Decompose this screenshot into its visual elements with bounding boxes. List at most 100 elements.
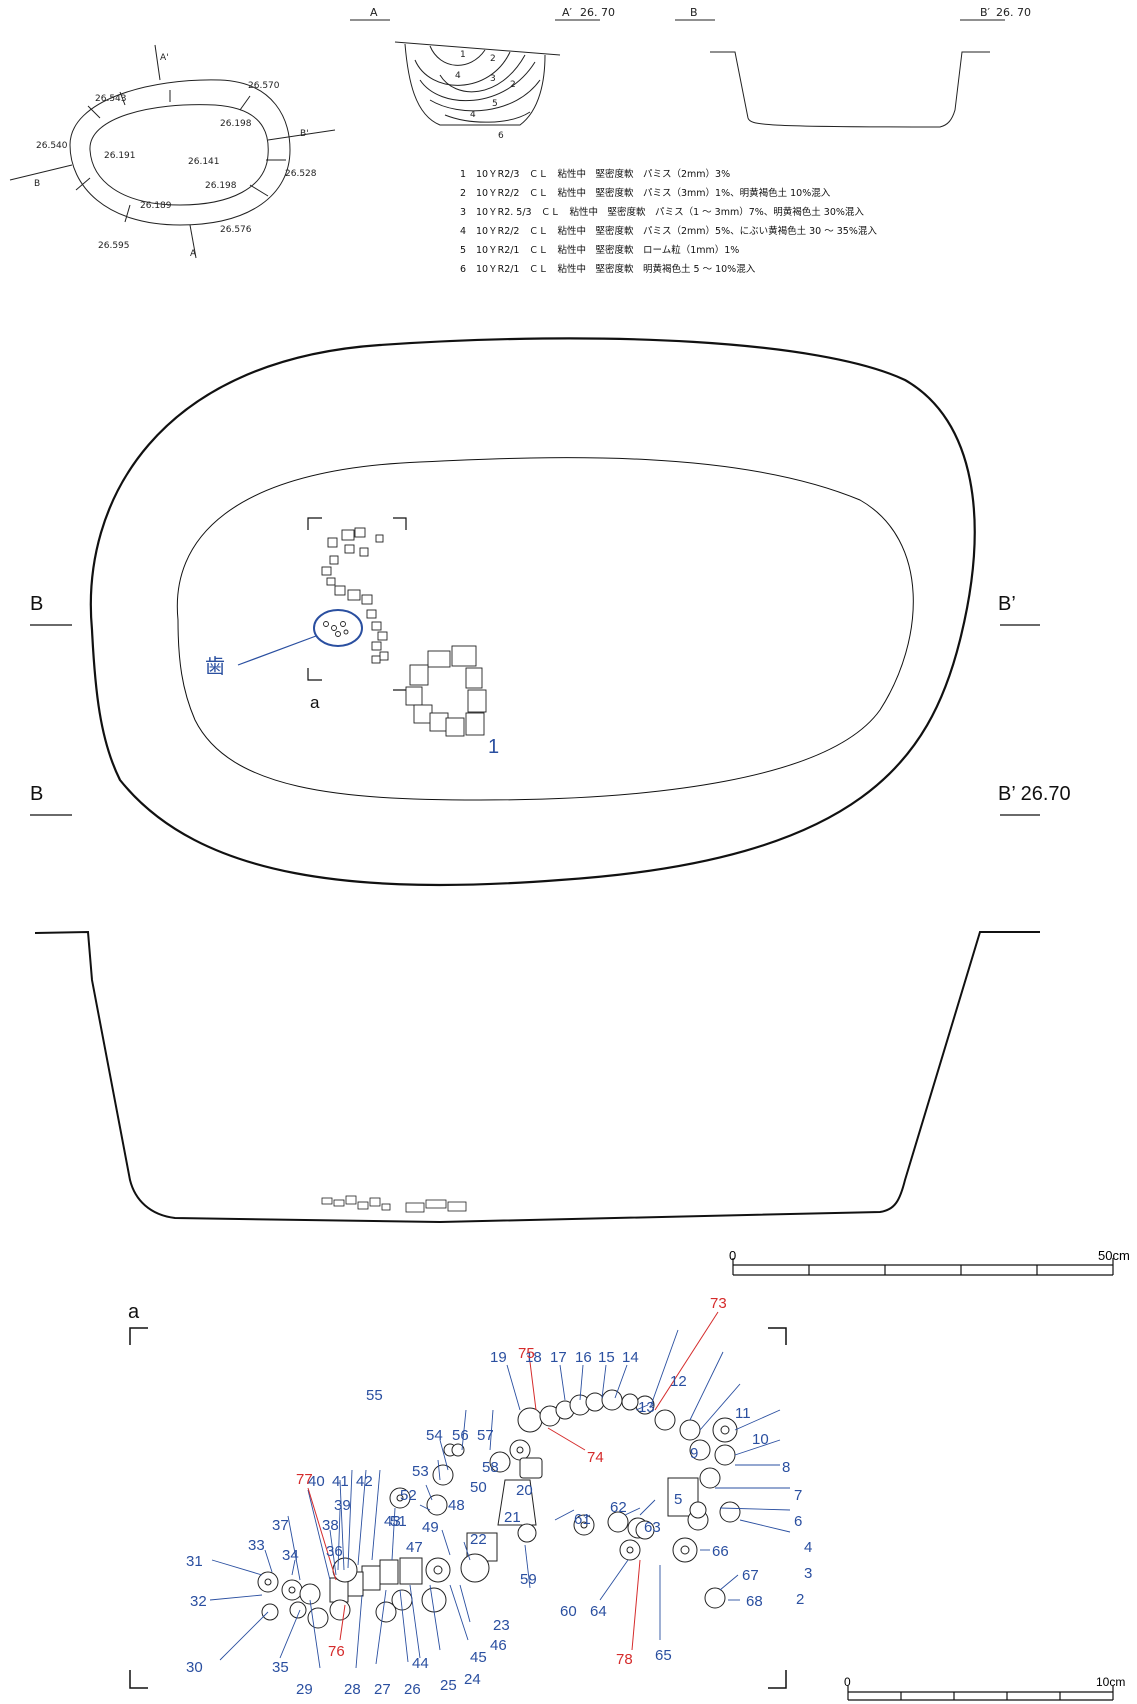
label-76: 76 bbox=[328, 1643, 345, 1660]
label-26: 26 bbox=[404, 1681, 421, 1698]
legend-no: 4 bbox=[460, 226, 467, 237]
label-30: 30 bbox=[186, 1659, 203, 1676]
label-3: 3 bbox=[804, 1565, 812, 1582]
label-16: 16 bbox=[575, 1349, 592, 1366]
plan-b-right: B’ bbox=[998, 593, 1016, 615]
label-77: 77 bbox=[296, 1471, 313, 1488]
label-67: 67 bbox=[742, 1567, 759, 1584]
scale2-zero: 0 bbox=[844, 1675, 851, 1689]
label-61: 61 bbox=[574, 1511, 591, 1528]
section-b bbox=[675, 19, 1005, 128]
label-5: 5 bbox=[674, 1491, 682, 1508]
layer-3: 3 bbox=[490, 74, 496, 84]
elev-10: 26.576 bbox=[220, 225, 252, 235]
legend-no: 6 bbox=[460, 264, 467, 275]
label-58: 58 bbox=[482, 1459, 499, 1476]
label-b-prime: B' bbox=[300, 129, 309, 139]
section-a bbox=[350, 19, 600, 126]
plan-b-left: B bbox=[30, 593, 43, 615]
label-2: 2 bbox=[796, 1591, 804, 1608]
small-plan bbox=[9, 44, 336, 259]
layer-4b: 4 bbox=[470, 110, 476, 120]
label-24: 24 bbox=[464, 1671, 481, 1688]
label-53: 53 bbox=[412, 1463, 429, 1480]
legend-row: 4 10ＹR2/2 ＣＬ 粘性中 堅密度軟 パミス（2mm）5%、にぶい黄褐色土 … bbox=[460, 222, 877, 241]
label-42: 42 bbox=[356, 1473, 373, 1490]
main-plan-labels: B B’ 歯 a 1 B B’ 26.70 bbox=[30, 593, 1071, 805]
layer-4a: 4 bbox=[455, 71, 461, 81]
label-35: 35 bbox=[272, 1659, 289, 1676]
legend-no: 2 bbox=[460, 188, 467, 199]
label-62: 62 bbox=[610, 1499, 627, 1516]
elev-9: 26.189 bbox=[140, 201, 172, 211]
label-18: 18 bbox=[525, 1349, 542, 1366]
label-39: 39 bbox=[334, 1497, 351, 1514]
legend-no: 1 bbox=[460, 169, 467, 180]
elev-7: 26.528 bbox=[285, 169, 317, 179]
layer-1: 1 bbox=[460, 50, 466, 60]
region-a-label: a bbox=[310, 693, 320, 712]
elev-3: 26.198 bbox=[220, 119, 252, 129]
legend-no: 5 bbox=[460, 245, 467, 256]
label-33: 33 bbox=[248, 1537, 265, 1554]
scale-10cm bbox=[847, 1686, 1114, 1701]
label-46: 46 bbox=[490, 1637, 507, 1654]
section-b-labels: B B′ 26. 70 bbox=[690, 6, 1031, 19]
label-32: 32 bbox=[190, 1593, 207, 1610]
label-75: 75 bbox=[518, 1345, 535, 1362]
label-6: 6 bbox=[794, 1513, 802, 1530]
label-12: 12 bbox=[670, 1373, 687, 1390]
label-66: 66 bbox=[712, 1543, 729, 1560]
legend-text: 10ＹR2/2 ＣＬ 粘性中 堅密度軟 パミス（2mm）5%、にぶい黄褐色土 3… bbox=[476, 226, 877, 237]
label-48: 48 bbox=[448, 1497, 465, 1514]
scale2-end: 10cm bbox=[1096, 1675, 1125, 1689]
section-a-right: A′ bbox=[562, 6, 573, 19]
scale1-end: 50cm bbox=[1098, 1248, 1130, 1263]
label-56: 56 bbox=[452, 1427, 469, 1444]
label-59: 59 bbox=[520, 1571, 537, 1588]
label-52: 52 bbox=[400, 1487, 417, 1504]
section-b-elev: 26. 70 bbox=[996, 6, 1031, 19]
label-25: 25 bbox=[440, 1677, 457, 1694]
label-74: 74 bbox=[587, 1449, 604, 1466]
detail-labels-red: 73 75 74 77 76 78 bbox=[296, 1295, 727, 1668]
legend-text: 10ＹR2/1 ＣＬ 粘性中 堅密度軟 明黄褐色土 5 ～ 10%混入 bbox=[476, 264, 756, 275]
elev-6: 26.141 bbox=[188, 157, 220, 167]
layer-2a: 2 bbox=[490, 54, 496, 64]
label-17: 17 bbox=[550, 1349, 567, 1366]
label-4: 4 bbox=[804, 1539, 812, 1556]
label-b: B bbox=[34, 179, 40, 189]
scale1-zero: 0 bbox=[729, 1248, 736, 1263]
label-41: 41 bbox=[332, 1473, 349, 1490]
label-23: 23 bbox=[493, 1617, 510, 1634]
main-section bbox=[34, 930, 1040, 1224]
section-a-labels: A A′ 26. 70 1 2 3 2 4 4 5 6 bbox=[370, 6, 615, 141]
legend-text: 10ＹR2/3 ＣＬ 粘性中 堅密度軟 パミス（2mm）3% bbox=[476, 169, 731, 180]
main-plan bbox=[30, 337, 1040, 887]
label-64: 64 bbox=[590, 1603, 607, 1620]
label-34: 34 bbox=[282, 1547, 299, 1564]
elev-11: 26.595 bbox=[98, 241, 130, 251]
plan-beads bbox=[321, 527, 487, 737]
layer-5: 5 bbox=[492, 99, 498, 109]
label-63: 63 bbox=[644, 1519, 661, 1536]
label-73: 73 bbox=[710, 1295, 727, 1312]
label-68: 68 bbox=[746, 1593, 763, 1610]
label-36: 36 bbox=[326, 1543, 343, 1560]
label-60: 60 bbox=[560, 1603, 577, 1620]
leader-lines-red bbox=[307, 1311, 719, 1651]
label-29: 29 bbox=[296, 1681, 313, 1698]
label-38: 38 bbox=[322, 1517, 339, 1534]
label-8: 8 bbox=[782, 1459, 790, 1476]
label-31: 31 bbox=[186, 1553, 203, 1570]
elev-2: 26.570 bbox=[248, 81, 280, 91]
label-19: 19 bbox=[490, 1349, 507, 1366]
label-21: 21 bbox=[504, 1509, 521, 1526]
leader-lines bbox=[209, 1329, 791, 1669]
tooth-label: 歯 bbox=[205, 655, 225, 678]
elev-1: 26.543 bbox=[95, 94, 127, 104]
label-a-prime: A' bbox=[160, 53, 169, 63]
